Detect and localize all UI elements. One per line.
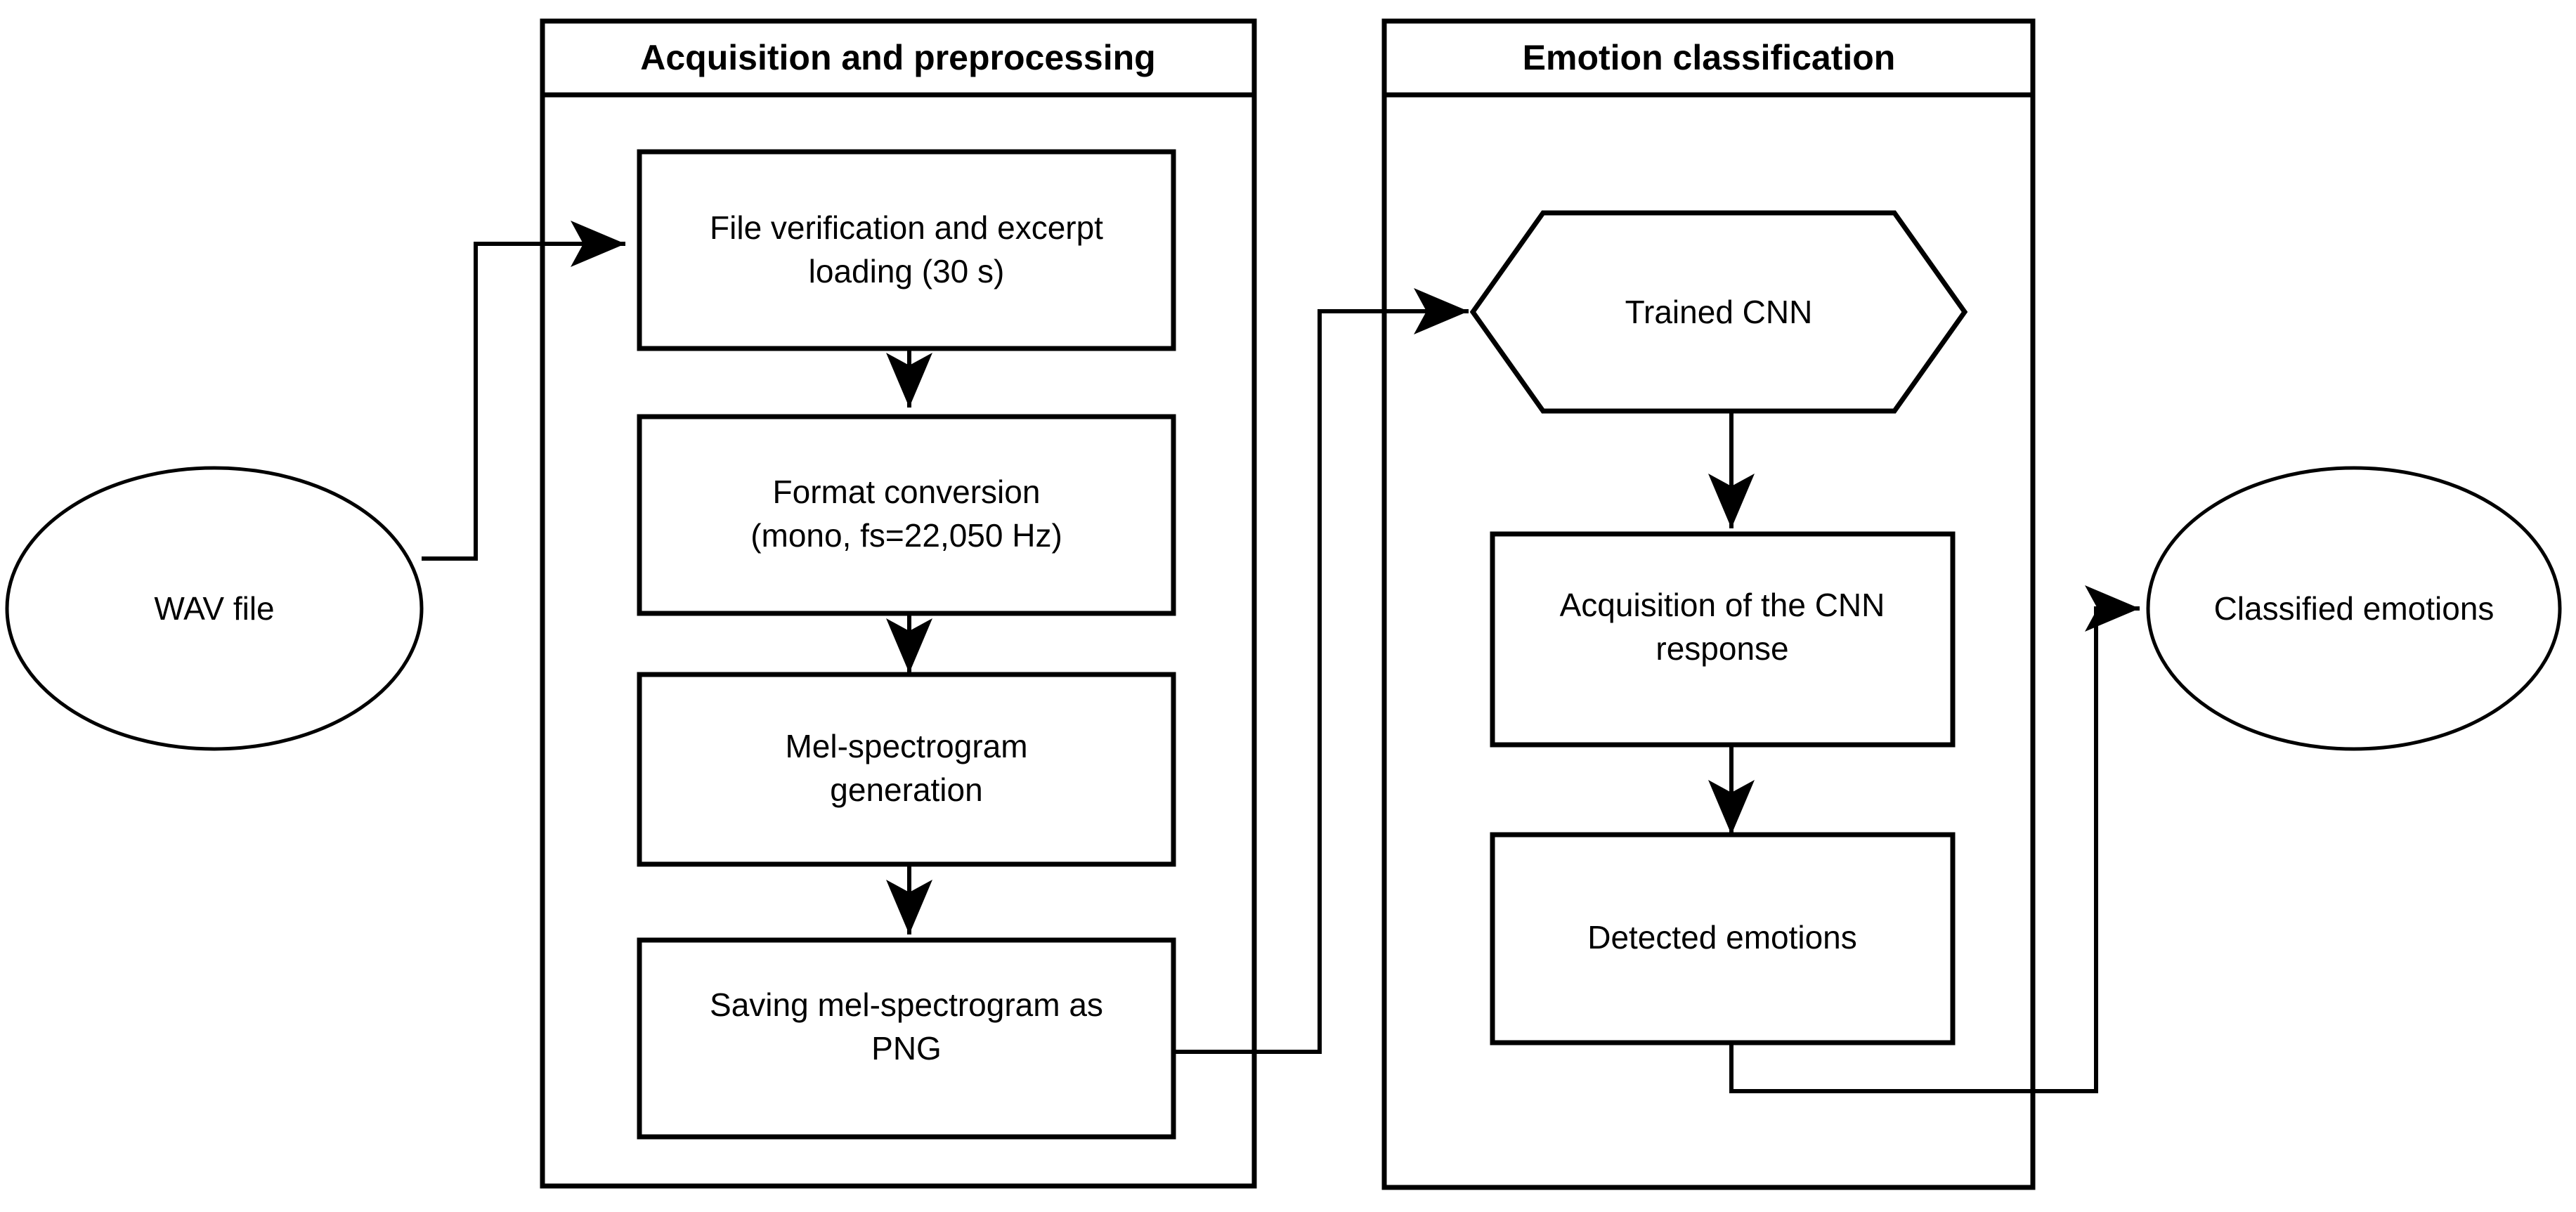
cnn-response-box[interactable] xyxy=(1490,531,1956,748)
detected-emotions-label: Detected emotions xyxy=(1587,919,1857,956)
node-saving-mel-spectrogram[interactable]: Saving mel-spectrogram as PNG xyxy=(637,937,1176,1140)
node-format-conversion[interactable]: Format conversion (mono, fs=22,050 Hz) xyxy=(637,414,1176,616)
group-acquisition-border xyxy=(540,18,1257,1189)
connector-wav-to-file-verification xyxy=(422,221,625,561)
node-wav-file[interactable]: WAV file xyxy=(5,466,424,751)
group-acquisition-title: Acquisition and preprocessing xyxy=(640,38,1155,77)
file-verification-label-line1: File verification and excerpt xyxy=(710,209,1103,246)
classified-emotions-ellipse[interactable] xyxy=(2146,466,2562,751)
connector-detected-to-classified xyxy=(1729,585,2140,1093)
group-emotion-classification: Emotion classification xyxy=(1381,18,2036,1190)
wav-file-ellipse[interactable] xyxy=(5,466,424,751)
saving-mel-spectrogram-label-line1: Saving mel-spectrogram as xyxy=(710,986,1103,1023)
node-detected-emotions[interactable]: Detected emotions xyxy=(1490,832,1956,1045)
group-classification-title: Emotion classification xyxy=(1523,38,1896,77)
detected-emotions-box[interactable] xyxy=(1490,832,1956,1045)
group-classification-border xyxy=(1381,18,2036,1190)
classified-emotions-label: Classified emotions xyxy=(2214,590,2494,627)
node-cnn-response[interactable]: Acquisition of the CNN response xyxy=(1490,531,1956,748)
trained-cnn-label: Trained CNN xyxy=(1625,294,1813,330)
saving-mel-spectrogram-box[interactable] xyxy=(637,937,1176,1140)
format-conversion-label-line2: (mono, fs=22,050 Hz) xyxy=(750,517,1062,554)
format-conversion-box[interactable] xyxy=(637,414,1176,616)
node-classified-emotions[interactable]: Classified emotions xyxy=(2146,466,2562,751)
mel-spectrogram-generation-label-line1: Mel-spectrogram xyxy=(785,728,1027,764)
node-trained-cnn[interactable]: Trained CNN xyxy=(1469,210,1968,414)
file-verification-label-line2: loading (30 s) xyxy=(809,253,1005,289)
connector-layer xyxy=(422,221,2140,1093)
trained-cnn-hexagon[interactable] xyxy=(1469,210,1968,414)
wav-file-label: WAV file xyxy=(154,590,274,627)
node-file-verification[interactable]: File verification and excerpt loading (3… xyxy=(637,149,1176,351)
mel-spectrogram-generation-box[interactable] xyxy=(637,672,1176,867)
file-verification-box[interactable] xyxy=(637,149,1176,351)
cnn-response-label-line2: response xyxy=(1655,630,1788,667)
connector-saving-to-trained-cnn xyxy=(1174,288,1469,1054)
cnn-response-label-line1: Acquisition of the CNN xyxy=(1560,587,1885,623)
format-conversion-label-line1: Format conversion xyxy=(773,474,1041,510)
group-acquisition-and-preprocessing: Acquisition and preprocessing xyxy=(540,18,1257,1189)
node-mel-spectrogram-generation[interactable]: Mel-spectrogram generation xyxy=(637,672,1176,867)
mel-spectrogram-generation-label-line2: generation xyxy=(830,771,982,808)
saving-mel-spectrogram-label-line2: PNG xyxy=(871,1030,942,1067)
